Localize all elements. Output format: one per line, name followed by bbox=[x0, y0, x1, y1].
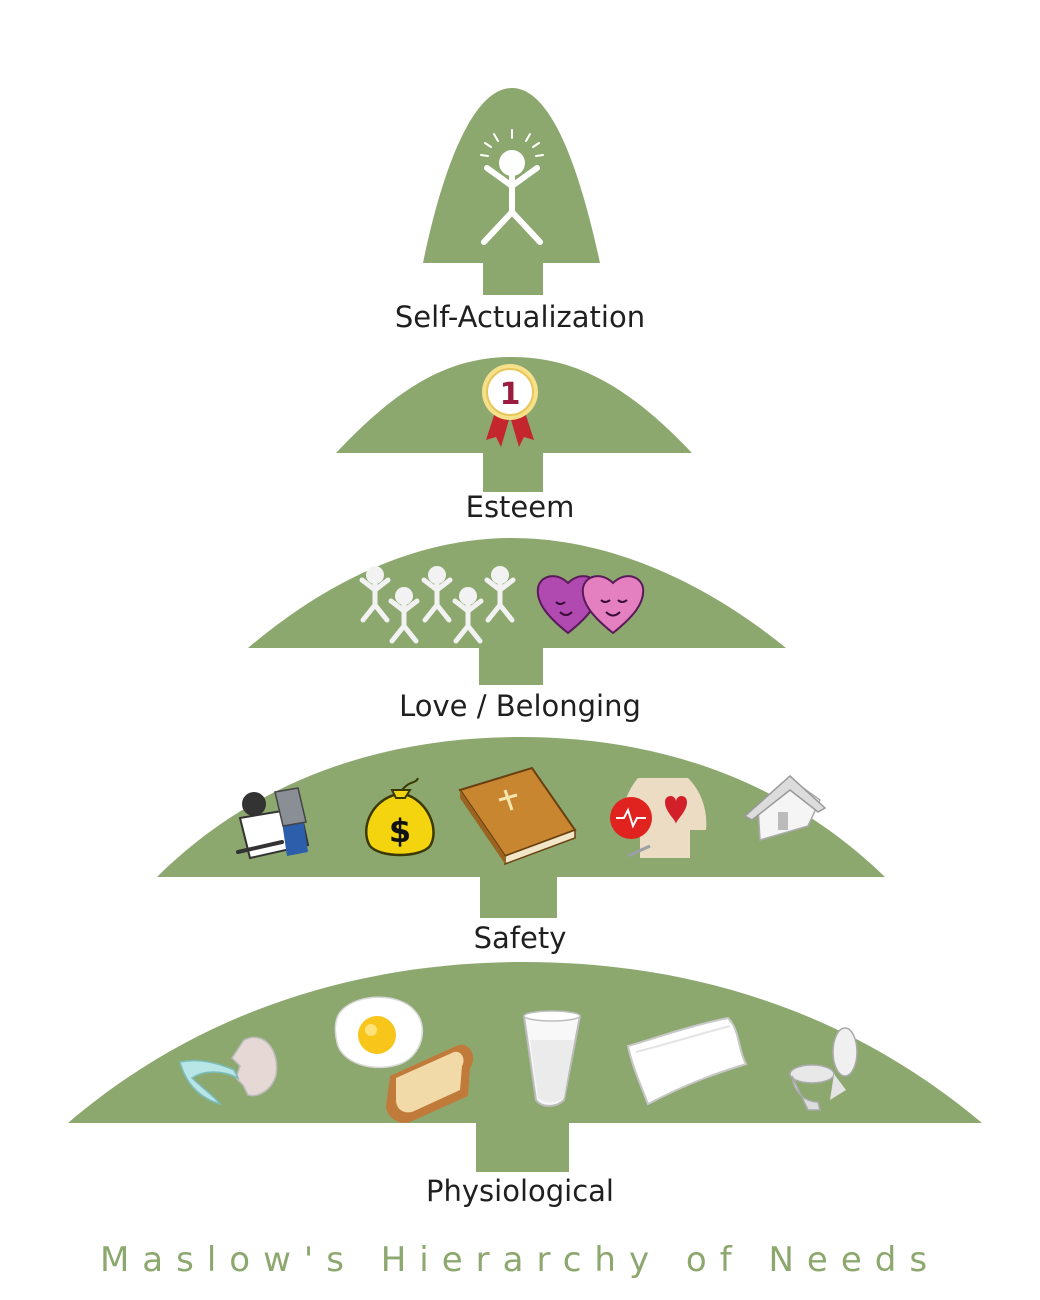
svg-text:1: 1 bbox=[500, 377, 521, 412]
diagram-title: Maslow's Hierarchy of Needs bbox=[99, 1240, 941, 1280]
bible-book-icon bbox=[458, 766, 577, 866]
tier-physiological-shape bbox=[68, 962, 982, 1172]
tier-love-belonging-shape bbox=[248, 538, 786, 685]
svg-text:$: $ bbox=[389, 812, 411, 850]
tier-label-physiological: Physiological bbox=[426, 1174, 614, 1208]
house-icon bbox=[743, 774, 827, 841]
money-bag-icon: $ bbox=[365, 777, 435, 857]
toilet-icon bbox=[789, 1027, 858, 1111]
pillow-icon bbox=[626, 1016, 748, 1106]
glass-of-water-icon bbox=[522, 1010, 582, 1107]
tier-label-love-belonging: Love / Belonging bbox=[399, 689, 641, 723]
police-gear-icon bbox=[236, 787, 310, 860]
heart-health-icon bbox=[610, 778, 707, 858]
egg-and-toast-icon bbox=[334, 996, 474, 1123]
two-hearts-icon bbox=[536, 575, 645, 635]
tier-label-safety: Safety bbox=[473, 921, 567, 955]
tier-label-esteem: Esteem bbox=[465, 490, 575, 524]
people-group-icon bbox=[359, 566, 516, 644]
person-with-halo-icon bbox=[480, 129, 544, 245]
breathing-air-icon bbox=[179, 1036, 278, 1106]
tier-label-self-actualization: Self-Actualization bbox=[394, 300, 646, 334]
first-place-ribbon-icon: 1 bbox=[482, 364, 538, 447]
